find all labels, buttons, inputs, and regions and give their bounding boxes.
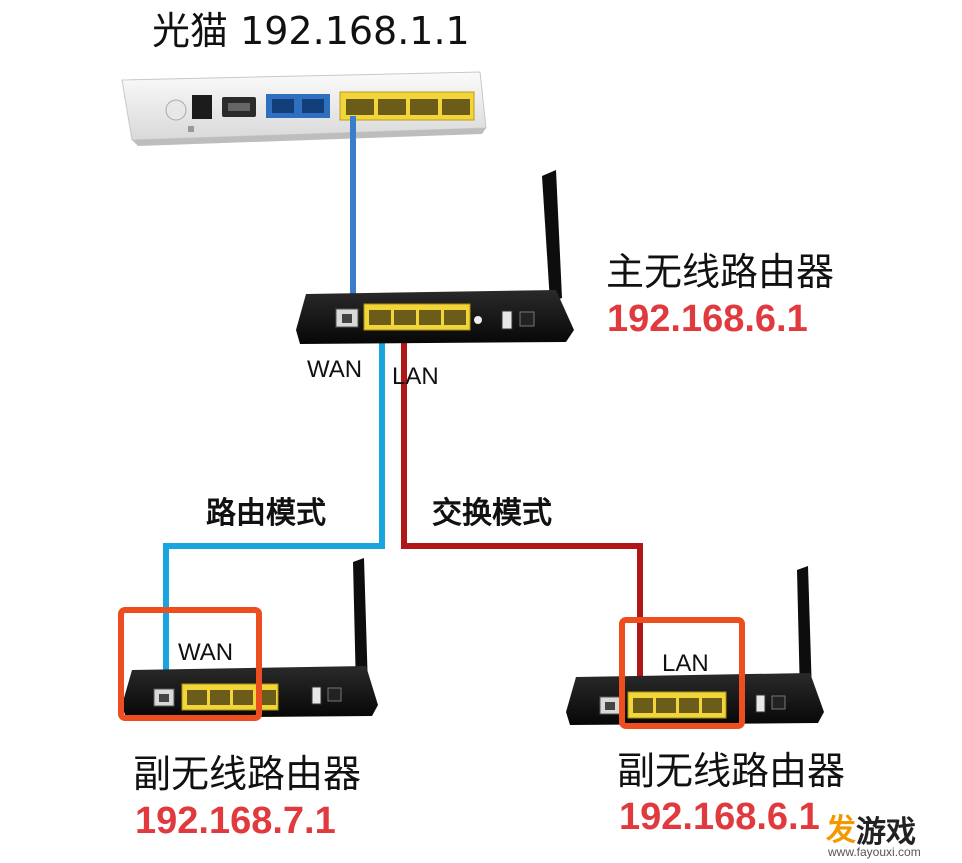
routing-mode-label: 路由模式: [206, 496, 326, 531]
watermark-url: www.fayouxi.com: [828, 845, 921, 859]
switching-mode-label: 交换模式: [432, 496, 552, 531]
fiber-modem-icon: [121, 71, 487, 146]
antenna-icon: [542, 170, 562, 302]
main-router-lan-label: LAN: [392, 363, 439, 390]
sub-right-router-name: 副无线路由器: [617, 749, 846, 793]
router-icon: [122, 558, 378, 718]
sub-left-wan-label: WAN: [178, 639, 234, 666]
cable-routing-mode: [163, 318, 385, 694]
sub-right-router-ip: 192.168.6.1: [619, 796, 820, 838]
router-icon: [296, 170, 574, 344]
main-router-name: 主无线路由器: [606, 250, 835, 294]
main-router-wan-label: WAN: [307, 356, 363, 383]
wan-port-highlight: [118, 607, 262, 721]
modem-title: 光猫 192.168.1.1: [152, 9, 470, 53]
watermark-char: 发: [826, 813, 856, 848]
antenna-icon: [797, 566, 812, 696]
main-router-ip: 192.168.6.1: [607, 298, 808, 340]
sub-right-lan-label: LAN: [662, 650, 709, 677]
sub-left-router-name: 副无线路由器: [133, 752, 362, 796]
antenna-icon: [353, 558, 368, 690]
sub-left-router-ip: 192.168.7.1: [135, 800, 336, 842]
watermark-text: 游戏: [856, 815, 916, 850]
lan-port-highlight: [619, 617, 745, 729]
router-icon: [566, 566, 824, 725]
